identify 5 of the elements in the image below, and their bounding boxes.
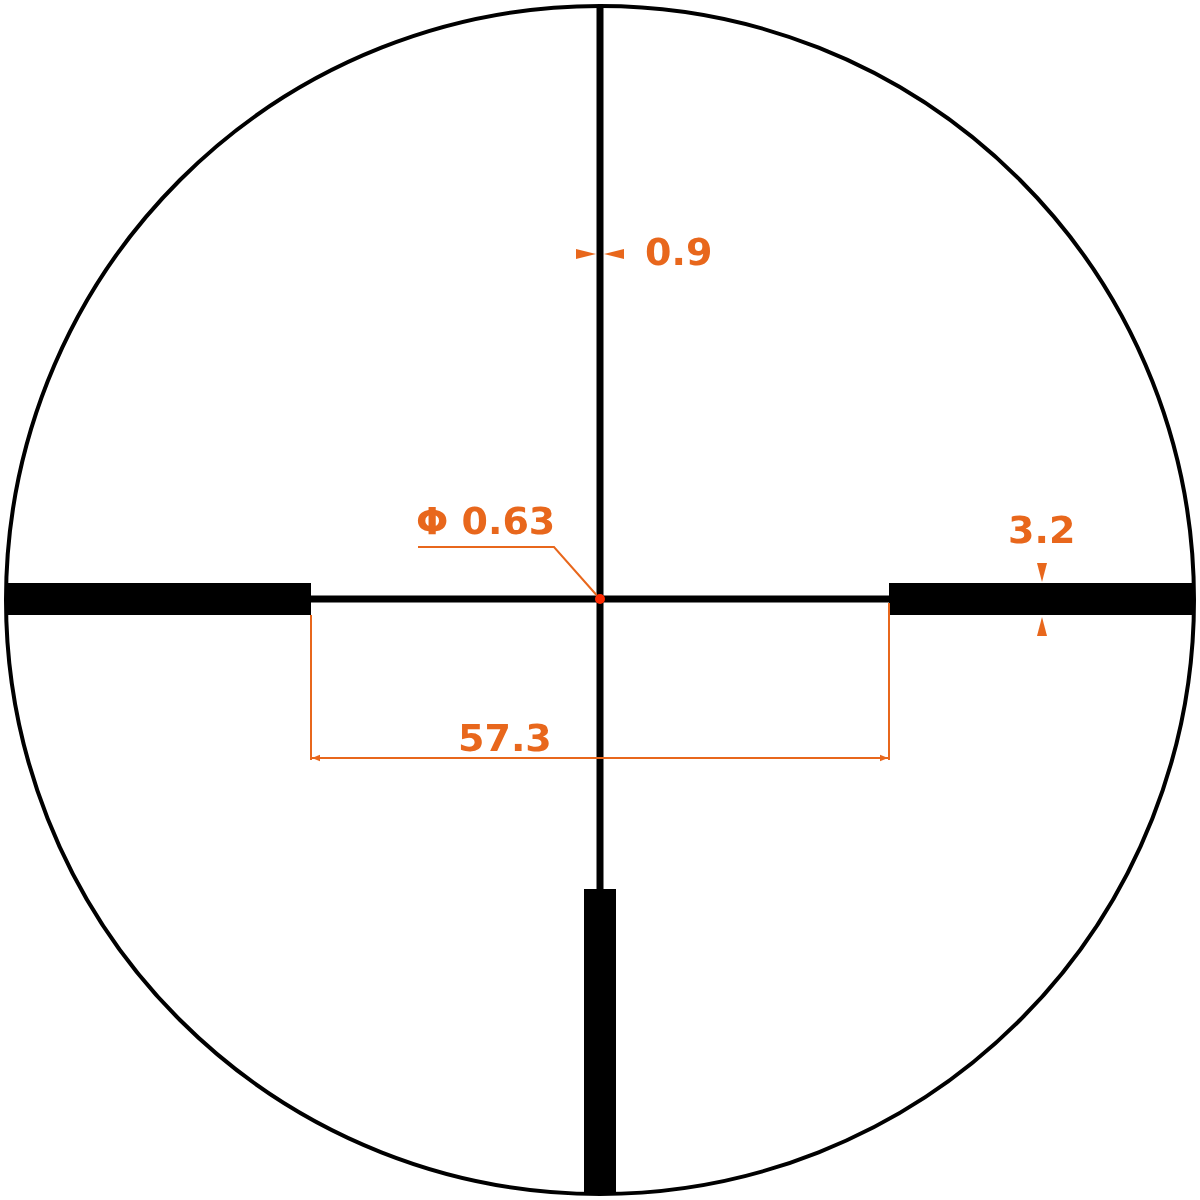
dimension-label: Φ 0.63 bbox=[416, 499, 556, 543]
dimension-label: 57.3 bbox=[458, 716, 552, 760]
dimension-label: 3.2 bbox=[1008, 508, 1076, 552]
dimension-label: 0.9 bbox=[645, 230, 713, 274]
center-dot bbox=[595, 594, 605, 604]
